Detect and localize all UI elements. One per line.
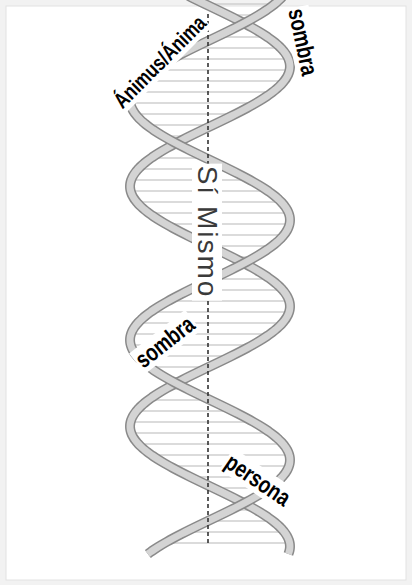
page-ground bbox=[6, 6, 406, 580]
helix-rung bbox=[138, 322, 283, 323]
self-label: Sí Mismo bbox=[192, 164, 222, 301]
helix-rung bbox=[140, 80, 285, 81]
helix-rung bbox=[153, 69, 289, 70]
helix-rung bbox=[172, 58, 289, 59]
helix-rung bbox=[130, 102, 256, 103]
helix-rung bbox=[131, 421, 254, 422]
helix-rung bbox=[132, 91, 273, 92]
helix-rung bbox=[131, 179, 250, 180]
helix-rung bbox=[151, 454, 289, 455]
helix-rung bbox=[168, 300, 289, 301]
helix-rung bbox=[136, 410, 232, 411]
helix-rung bbox=[185, 531, 284, 532]
helix-rung bbox=[131, 432, 271, 433]
helix-rung bbox=[138, 443, 283, 444]
helix-rung bbox=[165, 542, 290, 543]
helix-rung bbox=[151, 311, 290, 312]
helix-rung bbox=[166, 223, 290, 224]
helix-rung bbox=[135, 113, 235, 114]
helix-rung bbox=[193, 47, 281, 48]
